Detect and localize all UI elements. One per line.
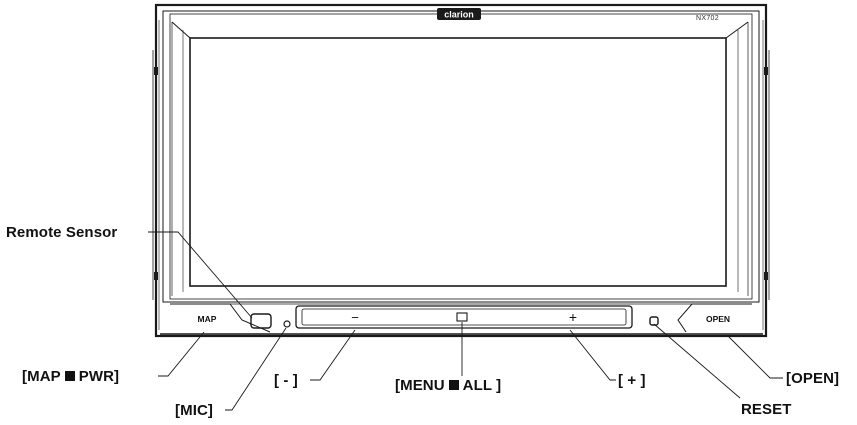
separator-square-icon: [448, 380, 459, 390]
separator-square-icon: [64, 371, 75, 381]
chassis-tabs: [154, 67, 768, 280]
plus-key-icon[interactable]: +: [569, 309, 577, 325]
callout-remote-sensor: Remote Sensor: [6, 224, 118, 241]
map-button-label[interactable]: MAP: [198, 314, 217, 324]
callout-plus: [ + ]: [618, 372, 646, 389]
reset-button[interactable]: [649, 316, 659, 326]
callout-map-pwr-right: PWR]: [78, 368, 120, 385]
open-button-label[interactable]: OPEN: [706, 314, 730, 324]
callout-menu-all-right: ALL ]: [462, 377, 502, 394]
callout-mic: [MIC]: [175, 402, 213, 419]
callout-map-pwr: [MAP PWR]: [22, 369, 119, 384]
model-label: NX702: [696, 15, 719, 22]
control-bar: [160, 303, 763, 335]
remote-sensor-window: [250, 313, 272, 329]
callout-menu-all-left: [MENU: [395, 377, 445, 394]
callout-map-pwr-left: [MAP: [22, 368, 61, 385]
brand-logo: clarion: [437, 8, 481, 20]
callout-reset: RESET: [741, 401, 792, 418]
display-screen: [171, 21, 749, 296]
callout-minus: [ - ]: [274, 372, 298, 389]
minus-key-icon[interactable]: −: [351, 310, 359, 325]
mic-hole: [283, 320, 291, 328]
menu-key-icon[interactable]: [456, 312, 468, 322]
callout-menu-all: [MENU ALL ]: [395, 378, 501, 393]
brand-name: clarion: [444, 10, 474, 20]
leader-lines: [148, 231, 783, 411]
callout-open: [OPEN]: [786, 370, 840, 387]
